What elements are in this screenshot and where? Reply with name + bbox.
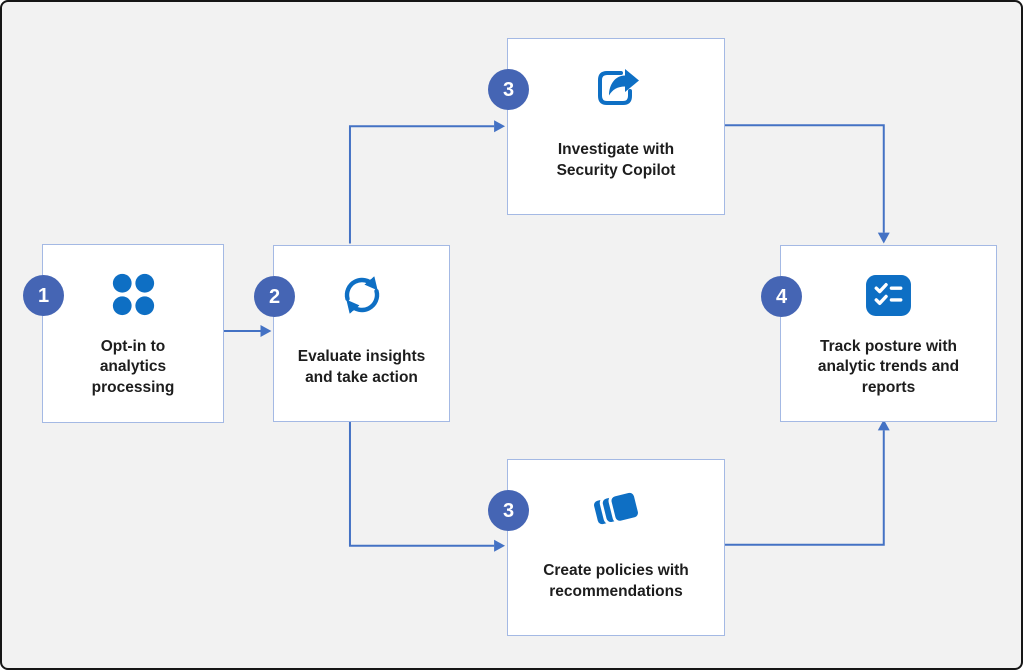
step-badge: 3 (488, 69, 529, 110)
node-label: Investigate with Security Copilot (556, 141, 676, 179)
edge-create-policies-to-track-posture (721, 430, 885, 546)
node-evaluate: 2 Evaluate insights and take action (254, 245, 450, 422)
step-badge: 1 (23, 275, 64, 316)
edge-investigate-to-track-posture-arrowhead (877, 232, 890, 244)
edge-opt-in-to-evaluate-arrowhead (260, 325, 272, 337)
node-track-posture: 4 Track posture with analytic trends and… (761, 245, 997, 422)
node-label: Opt-in to analytics processing (91, 337, 175, 396)
node-create-policies: 3 Create policies with recommendations (488, 459, 725, 636)
edge-evaluate-to-investigate-arrowhead (494, 120, 506, 133)
node-label: Track posture with analytic trends and r… (817, 337, 960, 396)
checklist-icon (865, 266, 912, 324)
edge-evaluate-to-create-policies-arrowhead (494, 539, 506, 552)
node-label: Create policies with recommendations (543, 562, 689, 600)
step-badge: 2 (254, 276, 295, 317)
sync-arrows-icon (338, 266, 386, 324)
node-label: Evaluate insights and take action (297, 348, 426, 386)
stacked-cards-icon (590, 480, 642, 538)
edge-investigate-to-track-posture (721, 124, 885, 233)
share-arrow-icon (591, 59, 641, 117)
dots-grid-icon (111, 265, 156, 323)
step-badge: 3 (488, 490, 529, 531)
step-badge: 4 (761, 276, 802, 317)
edge-evaluate-to-investigate (348, 125, 495, 244)
edge-evaluate-to-create-policies (348, 419, 495, 547)
node-opt-in: 1 Opt-in to analytics processing (23, 244, 224, 423)
node-investigate: 3 Investigate with Security Copilot (488, 38, 725, 215)
